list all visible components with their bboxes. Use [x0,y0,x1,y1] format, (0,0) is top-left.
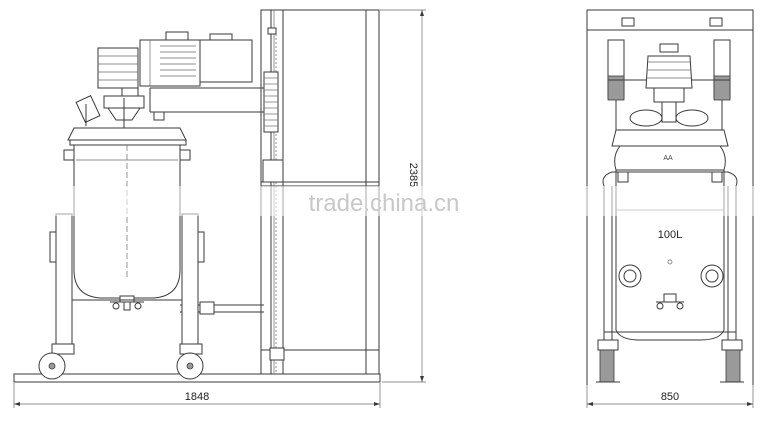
lifting-arm [149,87,264,113]
side-height-label: 2385 [407,163,419,187]
front-caster-right [720,339,744,383]
front-motor [629,43,709,127]
caster-wheel-right [176,343,204,380]
caster-wheel-left [38,343,75,380]
dimension-front-width: 850 [586,385,754,408]
side-width-label: 1848 [185,391,209,403]
tank-capacity-label: 100L [658,229,682,241]
front-tank-lid: AA [611,129,729,171]
sight-glass-left [618,264,642,288]
tank-legs [49,213,205,345]
lift-cylinder-left [607,39,625,130]
motor-assembly [97,31,253,99]
lid-mark: AA [663,155,673,162]
side-view: 1848 2385 [13,9,426,408]
graduated-scale [263,71,279,133]
watermark-text: trade.china.cn [309,190,460,217]
sight-glass-right [700,264,724,288]
agitator-coupling [75,94,165,128]
bottom-valve [110,295,144,311]
front-caster-left [596,339,620,383]
watermark: trade.china.cn [0,186,775,217]
tank-body [63,145,191,299]
front-bottom-valve [656,293,684,310]
tank-lid [67,127,187,146]
lift-cylinder-right [713,39,731,130]
dimension-side-width: 1848 [13,383,381,408]
front-width-label: 850 [661,391,679,403]
